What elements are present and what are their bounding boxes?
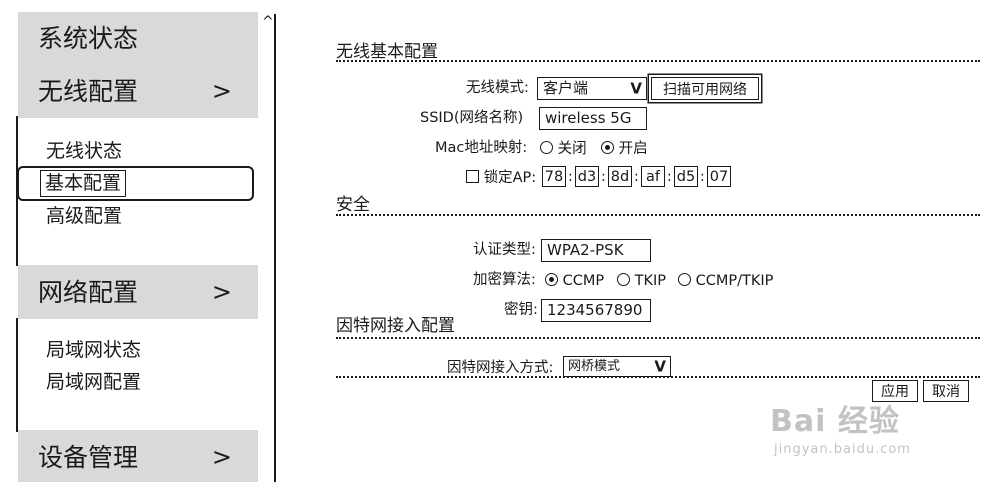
- chevron-down-icon: V: [654, 357, 666, 375]
- sidebar-header-wireless-config[interactable]: 无线配置 >: [18, 64, 258, 118]
- encryption-tkip-label: TKIP: [634, 273, 666, 289]
- mac-map-off-option[interactable]: 关闭: [540, 141, 587, 157]
- sidebar: 系统状态 无线配置 > 无线状态 基本配置 高级配置 网络配置 > 局域网状态 …: [0, 0, 262, 482]
- sidebar-header-system-status[interactable]: 系统状态: [18, 12, 258, 64]
- encryption-label: 加密算法:: [473, 272, 536, 288]
- sidebar-item-wireless-status[interactable]: 无线状态: [46, 140, 123, 162]
- chevron-right-icon: >: [211, 443, 232, 471]
- internet-access-label: 因特网接入方式:: [447, 360, 554, 376]
- mac-octet-input[interactable]: d5: [674, 166, 698, 187]
- sidebar-header-device-management[interactable]: 设备管理 >: [18, 430, 258, 482]
- checkbox-icon[interactable]: [466, 170, 479, 183]
- radio-on-icon[interactable]: [601, 141, 614, 154]
- ssid-label: SSID(网络名称): [420, 110, 524, 126]
- mac-octet-input[interactable]: 78: [542, 166, 566, 187]
- sidebar-item-lan-status[interactable]: 局域网状态: [46, 339, 142, 361]
- radio-off-icon[interactable]: [617, 273, 630, 286]
- lock-ap-label: 锁定AP:: [483, 170, 537, 186]
- encryption-ccmp-tkip-label: CCMP/TKIP: [695, 273, 774, 289]
- radio-off-icon[interactable]: [540, 141, 553, 154]
- mac-separator: :: [601, 169, 606, 185]
- chevron-right-icon: >: [211, 77, 232, 105]
- apply-button[interactable]: 应用: [872, 380, 918, 402]
- scan-networks-button[interactable]: 扫描可用网络: [651, 77, 759, 100]
- mac-separator: :: [667, 169, 672, 185]
- sidebar-header-label: 系统状态: [38, 23, 139, 53]
- scroll-up-icon[interactable]: ^: [262, 14, 274, 30]
- auth-type-field[interactable]: WPA2-PSK: [541, 239, 651, 262]
- section-divider: [336, 376, 980, 378]
- key-label: 密钥:: [504, 302, 538, 318]
- sidebar-selection-outline: [17, 166, 254, 201]
- sidebar-item-lan-config[interactable]: 局域网配置: [46, 371, 142, 393]
- mac-map-on-option[interactable]: 开启: [601, 141, 648, 157]
- wireless-mode-value: 客户端: [543, 79, 589, 97]
- mac-map-label: Mac地址映射:: [435, 140, 528, 156]
- mac-octet-input[interactable]: 07: [707, 166, 731, 187]
- mac-octet-input[interactable]: d3: [575, 166, 599, 187]
- sidebar-header-label: 网络配置: [38, 277, 139, 307]
- section-divider: [336, 337, 980, 339]
- section-title-wireless-basic: 无线基本配置: [336, 42, 438, 62]
- mac-separator: :: [700, 169, 705, 185]
- ssid-input[interactable]: wireless 5G: [539, 107, 647, 130]
- internet-access-select[interactable]: 网桥模式 V: [563, 356, 671, 377]
- sidebar-item-basic-config[interactable]: 基本配置: [40, 170, 127, 197]
- mac-separator: :: [634, 169, 639, 185]
- internet-access-value: 网桥模式: [568, 359, 621, 374]
- cancel-button[interactable]: 取消: [923, 380, 969, 402]
- encryption-option-ccmp[interactable]: CCMP: [545, 273, 604, 289]
- chevron-right-icon: >: [211, 278, 232, 306]
- lock-ap-option[interactable]: 锁定AP:: [466, 170, 536, 186]
- section-title-security: 安全: [336, 195, 370, 215]
- section-divider: [336, 214, 980, 216]
- sidebar-header-network-config[interactable]: 网络配置 >: [18, 265, 258, 319]
- watermark-logo: Bai 经验 jingyan.baidu.com: [770, 396, 911, 457]
- radio-off-icon[interactable]: [678, 273, 691, 286]
- key-input[interactable]: 1234567890: [541, 299, 651, 322]
- frame-divider: [274, 14, 276, 482]
- mac-map-on-label: 开启: [618, 141, 648, 157]
- auth-type-label: 认证类型:: [473, 242, 536, 258]
- radio-on-icon[interactable]: [545, 273, 558, 286]
- mac-octet-input[interactable]: af: [641, 166, 665, 187]
- mac-map-off-label: 关闭: [557, 141, 587, 157]
- mac-separator: :: [568, 169, 573, 185]
- encryption-option-tkip[interactable]: TKIP: [617, 273, 666, 289]
- sidebar-header-label: 设备管理: [38, 442, 139, 472]
- encryption-option-ccmp-tkip[interactable]: CCMP/TKIP: [678, 273, 773, 289]
- watermark-sub: jingyan.baidu.com: [774, 442, 911, 457]
- sidebar-left-border: [16, 318, 18, 432]
- encryption-ccmp-label: CCMP: [562, 273, 605, 289]
- chevron-down-icon: V: [630, 79, 642, 97]
- mac-octet-input[interactable]: 8d: [608, 166, 632, 187]
- watermark-main: Bai 经验: [770, 404, 900, 439]
- section-divider: [336, 60, 980, 62]
- sidebar-left-border: [16, 116, 18, 266]
- wireless-mode-select[interactable]: 客户端 V: [537, 77, 647, 100]
- section-title-internet: 因特网接入配置: [336, 316, 455, 336]
- sidebar-item-advanced-config[interactable]: 高级配置: [46, 205, 123, 227]
- wireless-mode-label: 无线模式:: [466, 80, 529, 96]
- sidebar-header-label: 无线配置: [38, 76, 139, 106]
